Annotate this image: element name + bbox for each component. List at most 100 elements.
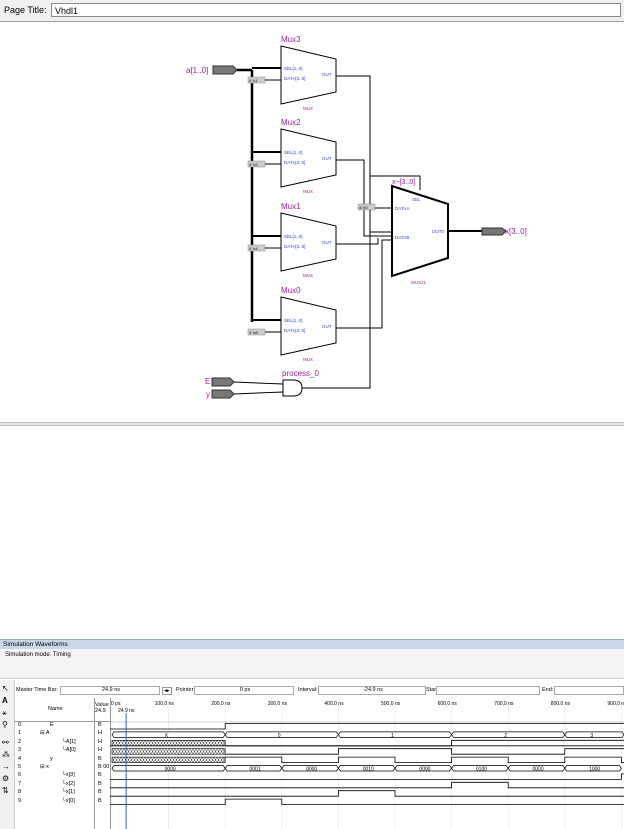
pointer-tool-icon[interactable]: ↖ xyxy=(2,684,9,693)
mux1-type: MUX xyxy=(303,273,313,278)
signal-name[interactable]: E xyxy=(50,722,54,728)
signal-name[interactable]: └x[1] xyxy=(62,789,75,796)
hatch-line xyxy=(189,740,194,746)
hatch-line xyxy=(183,748,188,755)
hatch-line xyxy=(174,748,179,755)
hatch-line xyxy=(141,748,146,755)
hatch-line xyxy=(117,748,122,755)
mux0-type: MUX xyxy=(303,357,313,362)
page-title-input[interactable]: Vhdl1 xyxy=(51,3,621,17)
replace-icon[interactable]: ⁂ xyxy=(2,750,10,759)
signal-row-id[interactable]: 5 xyxy=(18,764,22,770)
signal-row-id[interactable]: 9 xyxy=(18,797,22,804)
signal-name[interactable]: └x[0] xyxy=(62,797,75,804)
signal-row-id[interactable]: 2 xyxy=(18,738,22,745)
sort-tool-icon[interactable]: ⇅ xyxy=(2,786,9,795)
hatch-line xyxy=(150,748,155,755)
signal-value: B 00 xyxy=(98,764,110,770)
mux1-block[interactable]: Mux1 SEL[1..0] DATA[3..0] OUT MUX 4' h4 xyxy=(247,202,337,278)
time-bar-stepper-icon[interactable]: ◂▸ xyxy=(162,687,172,695)
hatch-line xyxy=(165,748,170,755)
pane-splitter[interactable] xyxy=(0,422,624,426)
mux21-datab: DATAB xyxy=(395,235,409,240)
hatch-line xyxy=(177,740,182,746)
hatch-line xyxy=(186,757,191,763)
signal-name[interactable]: └A[0] xyxy=(62,747,76,754)
find-icon[interactable]: ⚯ xyxy=(2,738,9,747)
input-e-pin[interactable] xyxy=(211,377,235,387)
signal-row-id[interactable]: 4 xyxy=(18,755,22,762)
output-x-pin[interactable] xyxy=(481,227,507,236)
hatch-line xyxy=(150,740,155,746)
signal-row-id[interactable]: 0 xyxy=(18,722,22,728)
hatch-line xyxy=(177,748,182,755)
hatch-line xyxy=(222,757,226,763)
mux1-data: DATA[3..0] xyxy=(284,244,305,249)
signal-row-id[interactable]: 8 xyxy=(18,789,22,796)
value-column-header: Value 24.9 xyxy=(94,698,110,722)
end-field[interactable] xyxy=(554,686,624,695)
bus-value-label: 3 xyxy=(590,733,593,739)
signal-name[interactable]: ⊟ A xyxy=(40,730,50,737)
bus-segment xyxy=(111,731,226,738)
hatch-line xyxy=(210,740,215,746)
mux2-type: MUX xyxy=(303,189,313,194)
node-tool-icon[interactable]: ⚹ xyxy=(2,708,7,717)
input-y-label: y xyxy=(206,390,210,399)
hatch-line xyxy=(192,748,197,755)
hatch-line xyxy=(114,748,119,755)
hatch-line xyxy=(183,740,188,746)
time-tick-label: 600,0 ns xyxy=(438,701,458,707)
hatch-line xyxy=(177,757,182,763)
mux21-block[interactable]: x~[3..0] 4' h0 DATAA DATAB SEL OUT0 MUX2… xyxy=(357,179,449,285)
clock-tool-icon[interactable]: ⚙ xyxy=(2,774,10,783)
hatch-line xyxy=(141,740,146,746)
mux2-block[interactable]: Mux2 SEL[1..0] DATA[3..0] OUT MUX 4' h2 xyxy=(247,118,337,194)
signal-name[interactable]: y xyxy=(50,755,53,762)
hatch-line xyxy=(219,748,224,755)
start-field[interactable] xyxy=(436,686,540,695)
signal-name[interactable]: ⊟ x xyxy=(40,764,49,770)
mux0-block[interactable]: Mux0 SEL[1..0] DATA[3..0] OUT MUX 4' h8 xyxy=(247,286,337,362)
hatch-line xyxy=(144,757,149,763)
hatch-line xyxy=(117,757,122,763)
page-title-label: Page Title: xyxy=(4,5,47,15)
mux3-block[interactable]: Mux3 SEL[1..0] DATA[3..0] OUT MUX 4' h1 xyxy=(247,35,337,111)
time-tick-label: 500,0 ns xyxy=(381,701,401,707)
master-time-bar-field[interactable]: 24.9 ns xyxy=(60,686,160,695)
signal-row-id[interactable]: 1 xyxy=(18,730,22,737)
hatch-line xyxy=(204,757,209,763)
and-gate-icon[interactable] xyxy=(282,379,303,397)
arrow-tool-icon[interactable]: → xyxy=(2,762,10,771)
bus-segment xyxy=(337,731,453,738)
text-tool-icon[interactable]: A xyxy=(2,696,8,705)
input-y-pin[interactable] xyxy=(211,389,235,399)
hatch-line xyxy=(183,757,188,763)
hatch-line xyxy=(216,757,221,763)
signal-name[interactable]: └A[1] xyxy=(62,738,76,745)
signal-row-id[interactable]: 7 xyxy=(18,780,22,787)
pointer-field[interactable]: 0 ps xyxy=(194,686,294,695)
time-tick-label: 900,0 ns xyxy=(607,701,624,707)
signal-row-id[interactable]: 3 xyxy=(18,747,22,754)
signal-row-id[interactable]: 6 xyxy=(18,772,22,779)
signal-name[interactable]: └x[2] xyxy=(62,780,75,787)
pointer-label: Pointer: xyxy=(176,687,195,693)
input-a-pin[interactable] xyxy=(212,65,238,75)
schematic-canvas[interactable]: a[1..0] Mux3 SEL[1..0] DATA[3..0] OUT MU… xyxy=(0,22,624,422)
mux2-data: DATA[3..0] xyxy=(284,160,305,165)
hatch-line xyxy=(174,757,179,763)
signal-name[interactable]: └x[3] xyxy=(62,772,75,779)
zoom-tool-icon[interactable]: ⚲ xyxy=(2,720,8,729)
time-tick-label: 400,0 ns xyxy=(324,701,344,707)
interval-field[interactable]: -24.9 ns xyxy=(318,686,426,695)
hatch-line xyxy=(156,757,161,763)
mux0-name: Mux0 xyxy=(281,286,301,295)
mux21-dataa: DATAA xyxy=(395,206,409,211)
time-tick-label: 700,0 ns xyxy=(494,701,514,707)
hatch-line xyxy=(126,740,131,746)
hatch-line xyxy=(174,740,179,746)
name-column xyxy=(14,698,95,829)
